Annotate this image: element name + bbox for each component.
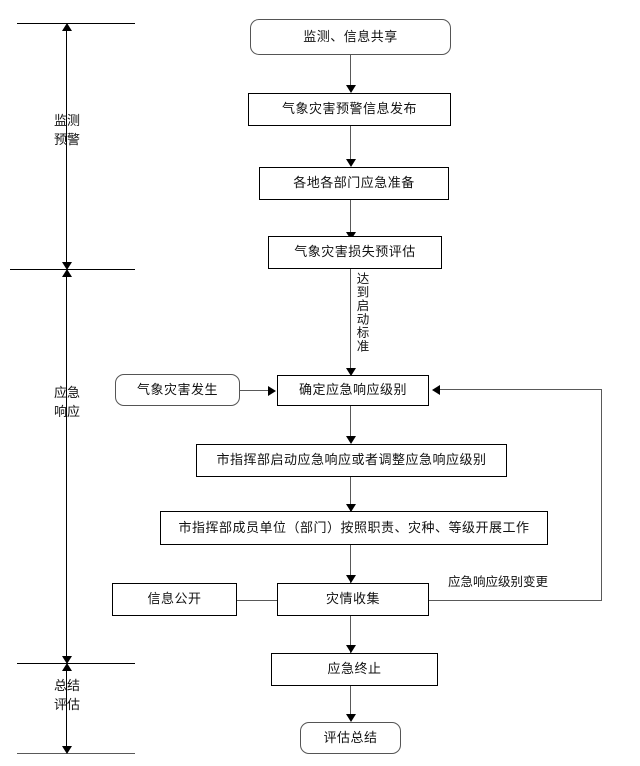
feedback-line-top [440,389,602,390]
connector-preassess-to-determine [350,269,351,371]
phase-label-response: 应急 响应 [32,385,102,423]
arrowhead-collect-to-end [346,645,356,653]
connector-warning-to-prepare [350,126,351,162]
node-emergency-end-label: 应急终止 [327,662,382,677]
node-disaster-collect-label: 灾情收集 [325,592,380,607]
phase-label-summary-line2: 评估 [53,697,80,713]
arrowhead-feedback-to-determine [432,385,440,395]
feedback-line-right [601,389,602,601]
connector-monitor-to-warning [350,55,351,88]
arrowhead-monitor-to-warning [346,85,356,93]
node-assess-summary-label: 评估总结 [323,730,378,746]
connector-collect-to-end [350,616,351,653]
node-warning-release-label: 气象灾害预警信息发布 [281,102,417,117]
phase-monitoring-arrow-down [62,262,72,270]
feedback-line-bottom [429,600,602,601]
connector-determine-to-activate [350,406,351,439]
node-monitor-share[interactable]: 监测、信息共享 [250,19,451,55]
connector-activate-to-members [350,477,351,512]
connector-disclosure-to-collect [237,600,277,601]
arrowhead-activate-to-members [346,504,356,512]
phase-label-response-line1: 应急 [53,386,80,401]
phase-response-arrow-down [62,656,72,664]
arrowhead-preassess-to-determine [346,368,356,376]
connector-disaster-to-determine [240,390,270,391]
node-city-activate[interactable]: 市指挥部启动应急响应或者调整应急响应级别 [196,444,507,477]
phase-label-summary: 总结 评估 [32,678,102,716]
phase-label-response-line2: 响应 [53,404,80,420]
node-assess-summary[interactable]: 评估总结 [300,722,401,754]
phase-summary-arrow-up [62,663,72,671]
node-info-disclosure[interactable]: 信息公开 [112,583,237,616]
scale-tick-mid-1 [10,269,135,270]
edge-label-level-change: 应急响应级别变更 [448,574,549,589]
connector-prepare-to-preassess [350,200,351,235]
phase-label-monitoring-line2: 预警 [53,132,80,148]
node-monitor-share-label: 监测、信息共享 [303,29,398,45]
scale-tick-mid-2 [17,663,135,664]
phase-monitoring-axis [66,26,67,266]
phase-monitoring-arrow-up [62,23,72,31]
phase-response-arrow-up [62,269,72,277]
node-determine-level-label: 确定应急响应级别 [298,383,407,398]
edge-label-activation-standard-text: 达到启动标准 [354,272,370,353]
node-warning-release[interactable]: 气象灾害预警信息发布 [248,93,451,126]
arrowhead-disaster-to-determine [268,386,276,396]
node-info-disclosure-label: 信息公开 [147,592,202,607]
phase-label-monitoring: 监测 预警 [32,113,102,151]
node-disaster-collect[interactable]: 灾情收集 [277,583,429,616]
connector-members-to-collect [350,545,351,583]
node-member-units-work[interactable]: 市指挥部成员单位（部门）按照职责、灾种、等级开展工作 [160,511,548,545]
node-disaster-occurs-label: 气象灾害发生 [136,382,218,398]
phase-summary-axis [66,666,67,750]
arrowhead-determine-to-activate [346,436,356,444]
node-loss-preassess-label: 气象灾害损失预评估 [294,245,416,260]
arrowhead-members-to-collect [346,575,356,583]
phase-summary-arrow-down [62,746,72,754]
edge-label-level-change-text: 应急响应级别变更 [448,574,549,589]
node-member-units-work-label: 市指挥部成员单位（部门）按照职责、灾种、等级开展工作 [178,520,530,536]
phase-response-axis [66,272,67,660]
phase-label-summary-line1: 总结 [53,679,80,694]
node-city-activate-label: 市指挥部启动应急响应或者调整应急响应级别 [216,453,487,468]
node-loss-preassess[interactable]: 气象灾害损失预评估 [268,236,442,269]
node-determine-level[interactable]: 确定应急响应级别 [277,375,429,406]
connector-end-to-summary [350,686,351,719]
scale-tick-top [17,23,135,24]
edge-label-activation-standard: 达到启动标准 [354,272,370,353]
node-disaster-occurs[interactable]: 气象灾害发生 [115,374,240,406]
node-local-prepare-label: 各地各部门应急准备 [293,176,415,191]
arrowhead-end-to-summary [346,714,356,722]
arrowhead-warning-to-prepare [346,159,356,167]
scale-tick-bottom [17,753,135,754]
node-local-prepare[interactable]: 各地各部门应急准备 [259,167,449,200]
phase-label-monitoring-line1: 监测 [53,114,80,129]
node-emergency-end[interactable]: 应急终止 [271,653,438,686]
